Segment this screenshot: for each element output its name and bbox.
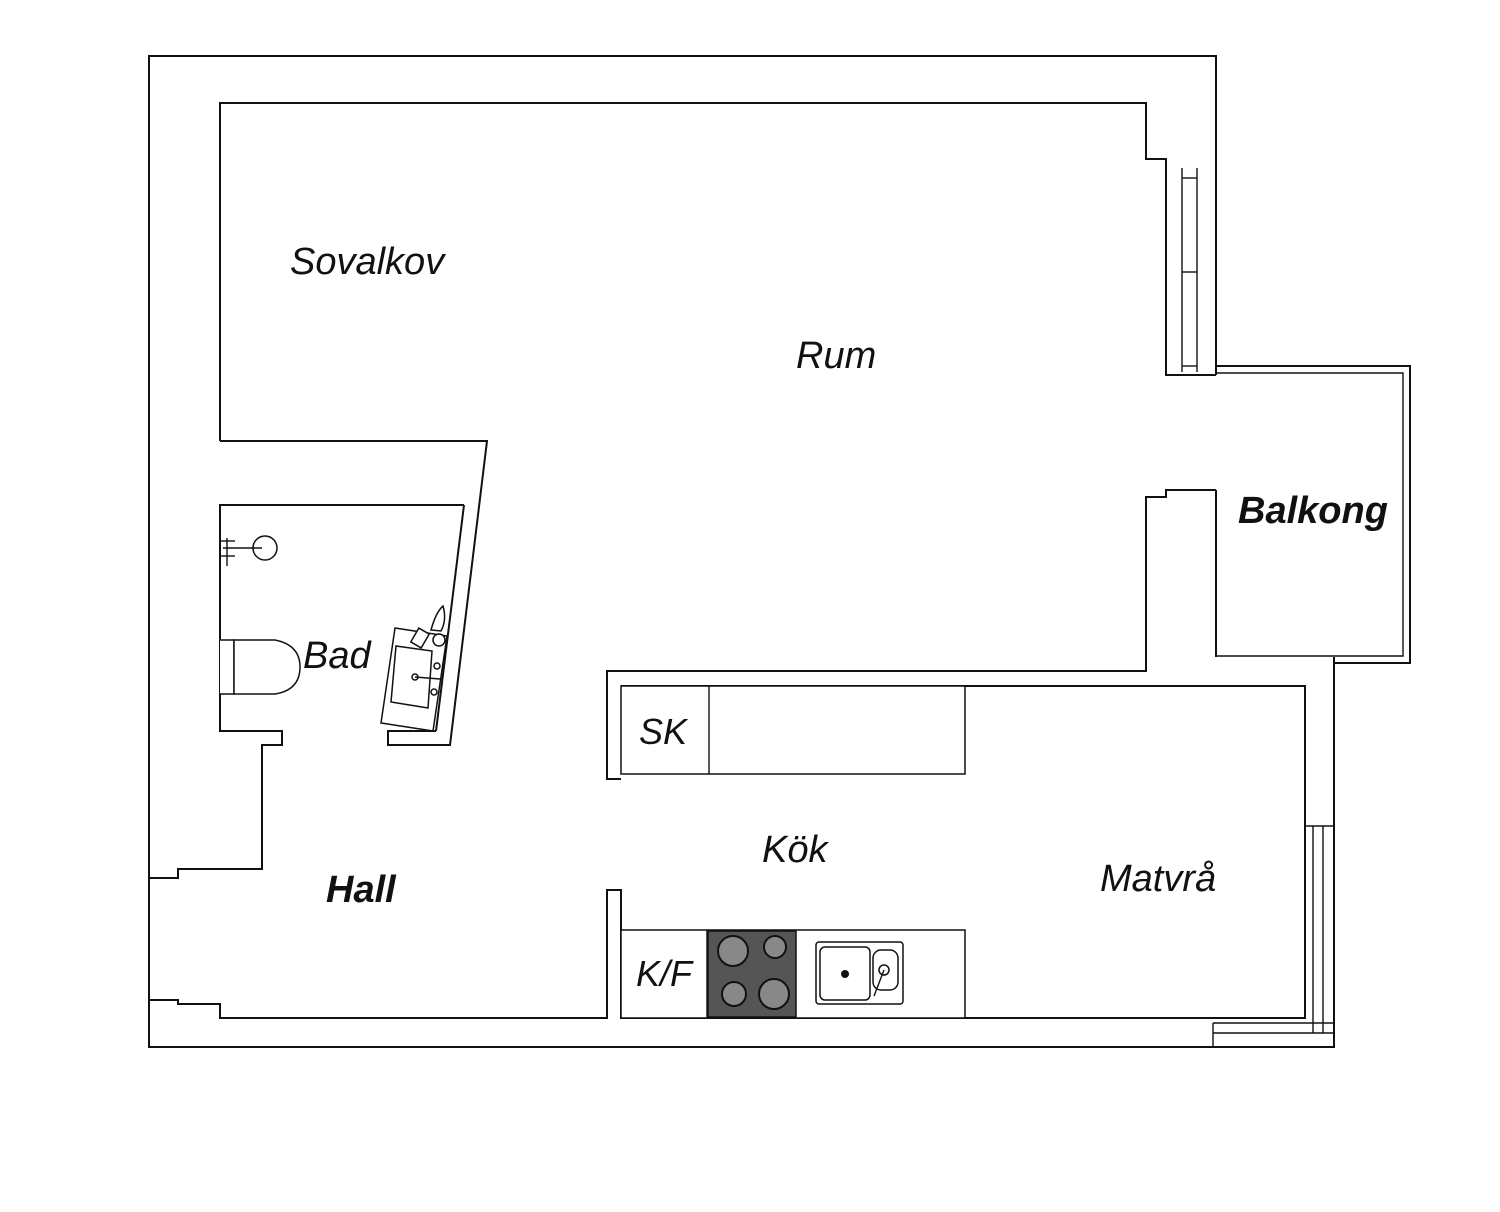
room-label-hall: Hall: [326, 869, 397, 911]
burner-icon: [721, 981, 747, 1007]
outer-wall: [148, 55, 1217, 1048]
burner-icon: [758, 978, 790, 1010]
balcony: [1216, 365, 1411, 664]
outer-wall-east: [1213, 657, 1335, 1048]
room-label-kf: K/F: [636, 953, 694, 994]
alcove-wall: [220, 440, 489, 746]
burner-icon: [763, 935, 787, 959]
room-label-sovalkov: Sovalkov: [290, 241, 446, 283]
room-label-kok: Kök: [762, 829, 829, 871]
shower-icon: [219, 535, 278, 566]
toilet-icon: [220, 639, 301, 695]
room-label-matvra: Matvrå: [1100, 858, 1216, 900]
kitchen-counter: [620, 929, 966, 1019]
bathroom-wall-slant: [435, 504, 465, 732]
room-label-bad: Bad: [303, 635, 372, 677]
window-kitchen: [1212, 825, 1334, 1047]
sink-icon: [815, 941, 904, 1005]
hall-south-wall: [149, 685, 1306, 1019]
room-label-rum: Rum: [796, 335, 876, 377]
room-label-sk: SK: [639, 711, 689, 752]
inner-wall-rum-south: [606, 489, 1216, 780]
bathroom-wall: [149, 504, 464, 879]
window-rum: [1181, 168, 1198, 372]
room-label-balkong: Balkong: [1238, 490, 1388, 532]
washbasin-icon: [380, 604, 448, 732]
wardrobe-unit: [620, 685, 966, 775]
inner-wall-rum: [219, 102, 1216, 441]
burner-icon: [717, 935, 749, 967]
